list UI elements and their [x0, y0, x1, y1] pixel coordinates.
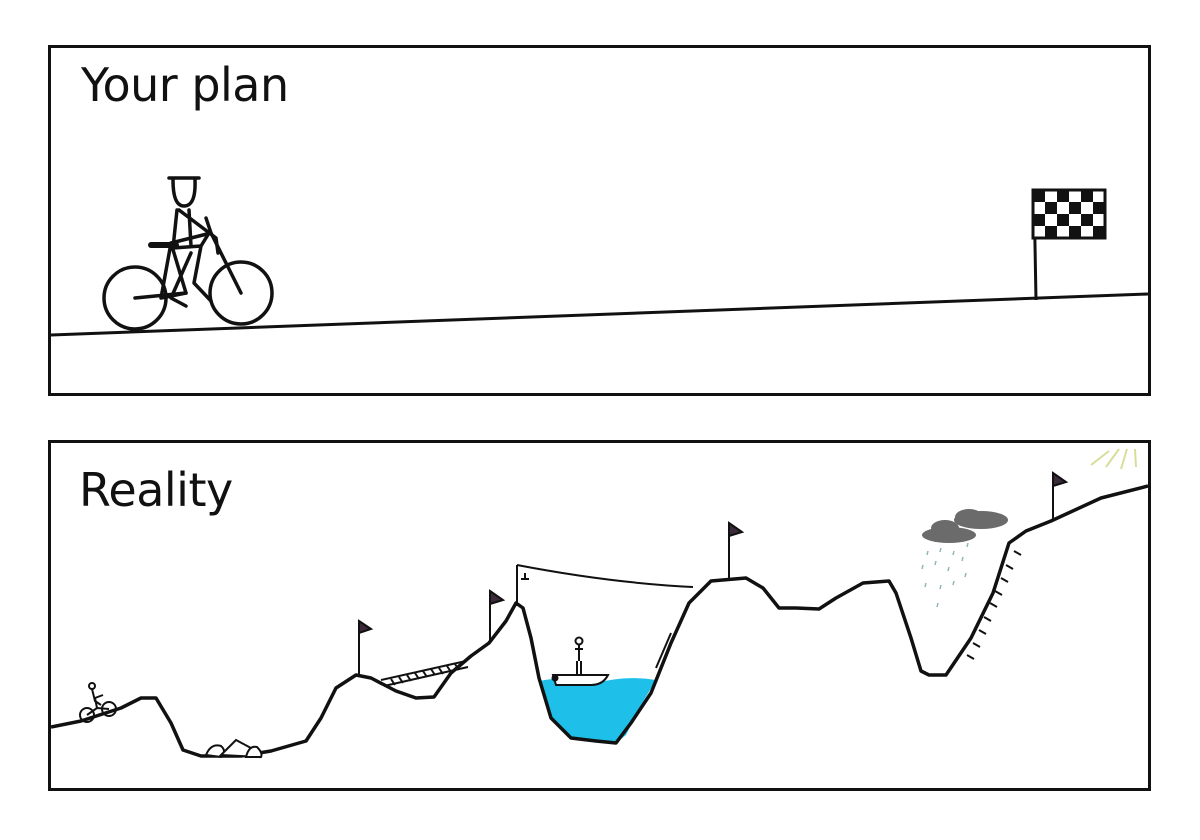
plan-scene — [51, 176, 1148, 337]
terrain-line — [51, 484, 1148, 758]
panel-title-reality: Reality — [79, 463, 233, 517]
cliff-rope — [655, 632, 672, 669]
panel-your-plan: Your plan — [48, 45, 1151, 396]
boat-with-person-icon — [551, 636, 610, 686]
small-cyclist-icon — [79, 682, 117, 723]
rain-icon — [921, 542, 969, 608]
zipline-icon — [516, 564, 694, 606]
smooth-slope — [51, 292, 1148, 337]
flag-icon — [728, 521, 745, 579]
summit-flag-icon — [1052, 471, 1069, 521]
rope-bridge-icon — [380, 660, 469, 687]
flag-icon — [489, 589, 506, 641]
cyclist-icon — [102, 176, 274, 331]
panel-reality: Reality — [48, 440, 1151, 791]
ladder-icon — [966, 550, 1022, 660]
panel-title-plan: Your plan — [81, 58, 289, 112]
flag-icon — [358, 619, 374, 676]
sun-rays-icon — [1090, 448, 1137, 470]
reality-scene — [51, 448, 1148, 759]
storm-cloud-icon — [922, 509, 1008, 543]
rocks-icon — [204, 738, 263, 759]
checkered-finish-flag-icon — [1031, 188, 1107, 301]
